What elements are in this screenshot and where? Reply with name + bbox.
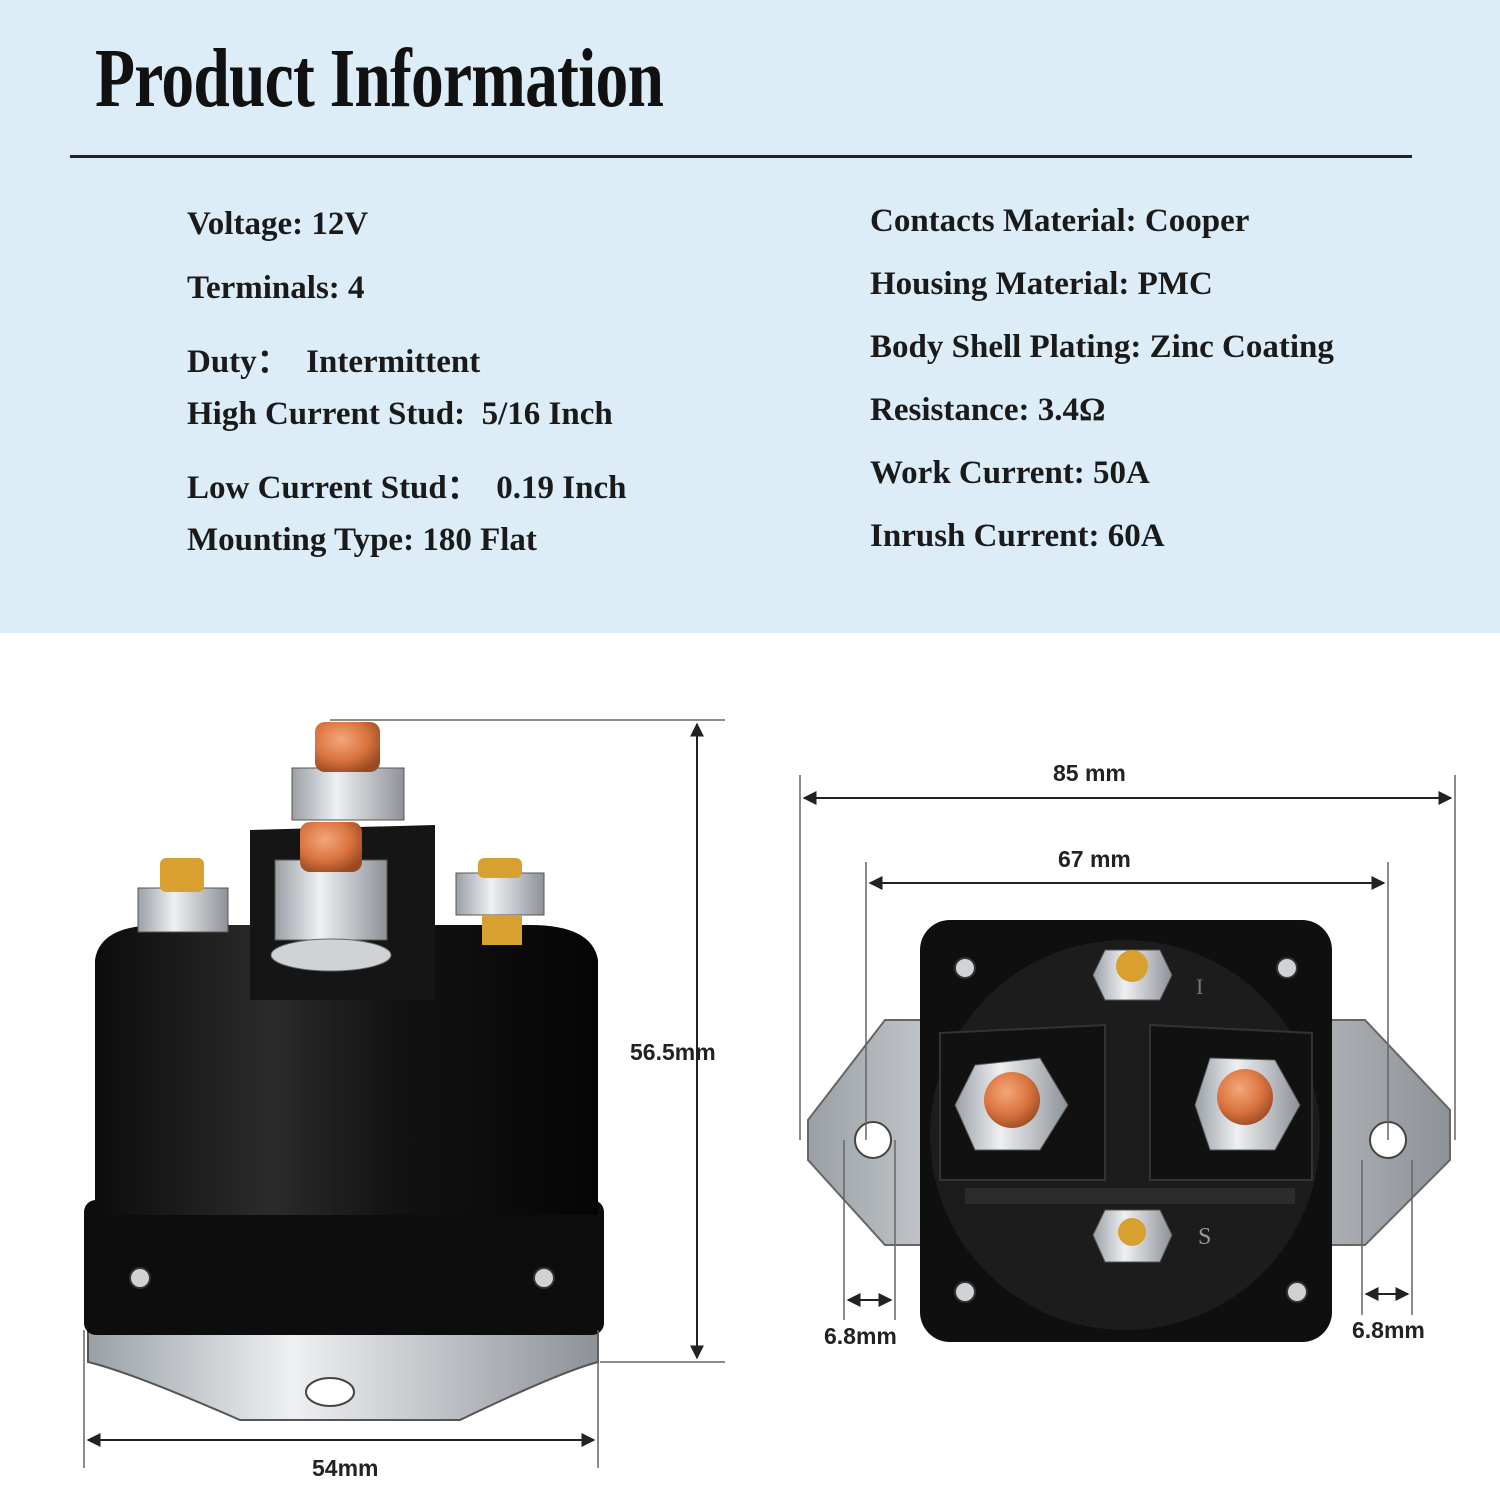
spec-work-current: Work Current: 50A <box>870 455 1150 491</box>
terminal-s-mark: S <box>1198 1224 1211 1250</box>
side-width-label: 54mm <box>312 1455 378 1481</box>
spec-resistance: Resistance: 3.4Ω <box>870 392 1106 428</box>
title-divider <box>70 155 1412 158</box>
spec-low-current-stud: Low Current Stud： 0.19 Inch <box>187 470 627 506</box>
solenoid-top-view: I S <box>807 920 1451 1342</box>
flange-left-label: 6.8mm <box>824 1323 897 1349</box>
terminal-i-mark: I <box>1196 974 1203 999</box>
mount-hole <box>305 1377 355 1407</box>
mount-hole-left <box>854 1121 892 1159</box>
spec-mounting-type: Mounting Type: 180 Flat <box>187 522 537 558</box>
housing-base <box>84 1200 604 1335</box>
spec-terminals: Terminals: 4 <box>187 270 365 306</box>
side-width-dimension: 54mm <box>83 1330 599 1481</box>
brass-stud-left <box>160 858 204 892</box>
spec-voltage: Voltage: 12V <box>187 206 369 242</box>
overall-width-dimension: 85 mm <box>799 760 1456 1140</box>
spec-high-current-stud: High Current Stud: 5/16 Inch <box>187 396 613 432</box>
spec-housing-material: Housing Material: PMC <box>870 266 1213 302</box>
flange-right-dimension: 6.8mm <box>1352 1160 1425 1343</box>
main-terminal-left-stud <box>984 1072 1040 1128</box>
hole-spacing-label: 67 mm <box>1058 846 1131 872</box>
info-panel: Product Information Voltage: 12V Termina… <box>0 0 1500 633</box>
terminal-s-stud <box>1118 1218 1146 1246</box>
solenoid-side-view <box>84 722 604 1421</box>
rear-copper-stud <box>315 722 380 772</box>
page-title: Product Information <box>95 32 664 125</box>
flange-right-label: 6.8mm <box>1352 1317 1425 1343</box>
spec-body-shell-plating: Body Shell Plating: Zinc Coating <box>870 329 1334 365</box>
front-copper-stud <box>300 822 362 872</box>
overall-width-label: 85 mm <box>1053 760 1126 786</box>
terminal-i-stud <box>1116 950 1148 982</box>
height-dimension: 56.5mm <box>330 719 725 1363</box>
mounting-plate <box>87 1329 599 1421</box>
spec-duty: Duty： Intermittent <box>187 344 481 380</box>
flange-left-dimension: 6.8mm <box>824 1140 897 1349</box>
spec-inrush-current: Inrush Current: 60A <box>870 518 1165 554</box>
hole-spacing-dimension: 67 mm <box>865 846 1389 1140</box>
spec-contacts-material: Contacts Material: Cooper <box>870 203 1250 239</box>
dimension-diagram: 56.5mm 54mm I S <box>83 719 1456 1481</box>
main-terminal-right-stud <box>1217 1069 1273 1125</box>
height-label: 56.5mm <box>630 1039 716 1065</box>
brass-stud-right <box>478 858 522 878</box>
housing-body <box>95 925 598 1215</box>
